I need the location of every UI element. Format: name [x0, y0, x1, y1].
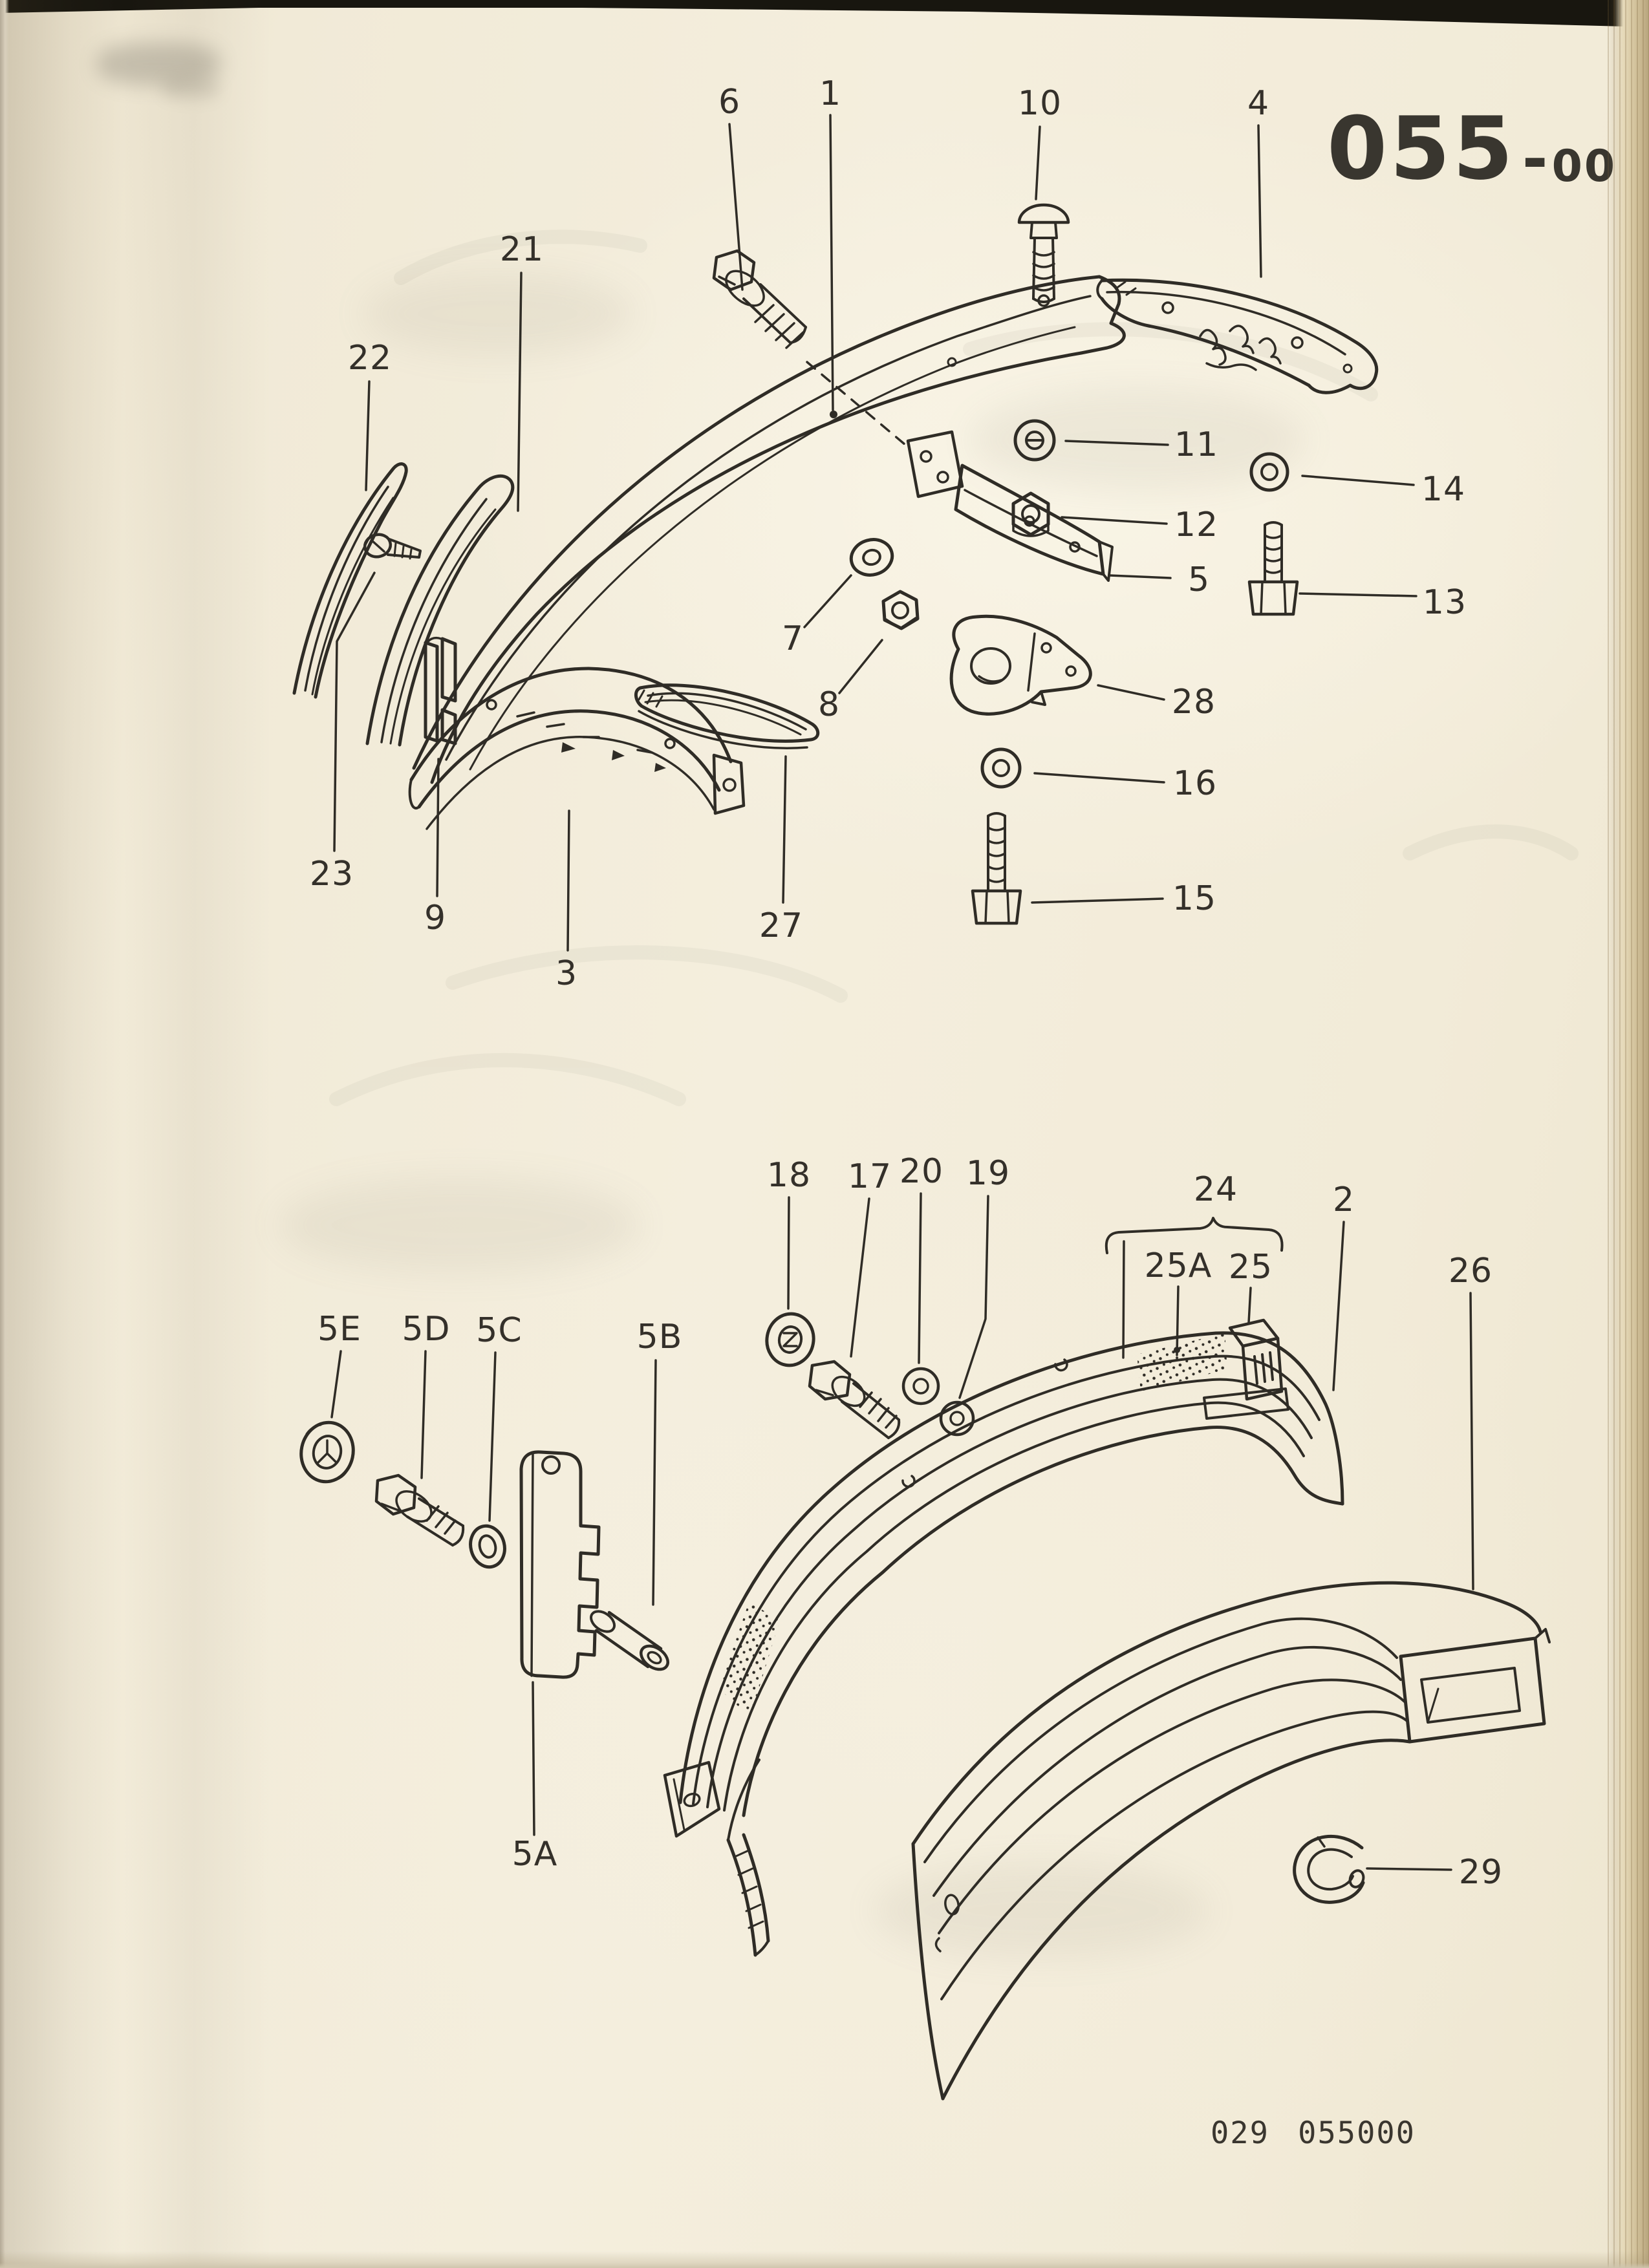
callout-29: 29 [1458, 1853, 1503, 1892]
part-7-washer [849, 538, 894, 577]
part-1-bumper-top-strip [412, 275, 1126, 784]
part-27-ribbed-pad [634, 683, 820, 749]
part-12-hex-nut [1011, 491, 1050, 537]
callout-5a: 5A [512, 1835, 558, 1874]
part-17-hex-bolt [808, 1360, 901, 1439]
callout-25: 25 [1228, 1248, 1273, 1287]
callout-24: 24 [1193, 1170, 1238, 1209]
part-5b-spacer-sleeve [589, 1610, 669, 1671]
callout-18: 18 [766, 1156, 812, 1195]
callout-28: 28 [1171, 683, 1216, 722]
part-29-spring-clip [1293, 1834, 1365, 1904]
alignment-dashed-line [806, 361, 907, 446]
leader-lines-top [333, 114, 1417, 952]
part-5-mount-plate [906, 430, 964, 498]
callout-5d: 5D [402, 1310, 451, 1349]
part-26-lower-bumper-blade [911, 1581, 1551, 2101]
callout-20: 20 [899, 1152, 944, 1191]
part-5c-o-ring [469, 1524, 506, 1569]
part-13-bolt [1247, 521, 1299, 616]
callout-3: 3 [555, 954, 578, 993]
callout-2: 2 [1332, 1181, 1355, 1219]
part-8-hex-nut [881, 590, 920, 630]
callout-5: 5 [1187, 561, 1211, 599]
callout-14: 14 [1421, 470, 1466, 509]
callout-27: 27 [759, 906, 804, 945]
bleedthrough-band [362, 272, 634, 356]
bracket-brace-24 [1105, 1217, 1284, 1254]
part-2-lower-flange-horn [726, 1759, 770, 1957]
part-10-carriage-bolt [1017, 203, 1070, 303]
callout-13: 13 [1422, 583, 1467, 622]
callout-21: 21 [499, 230, 544, 269]
part-22-trim-strip [292, 462, 408, 699]
part-25-tag [1203, 1318, 1289, 1420]
part-4-bracket [1096, 278, 1379, 394]
callout-5e: 5E [318, 1310, 361, 1349]
part-6-hex-bolt [712, 249, 807, 349]
part-5e-grommet-washer [299, 1420, 355, 1484]
bleedthrough-arcs [329, 230, 1579, 1106]
callout-26: 26 [1448, 1252, 1493, 1290]
part-21-trim-strip [365, 474, 515, 747]
callout-22: 22 [347, 339, 393, 378]
callout-10: 10 [1017, 84, 1062, 123]
part-5a-spacer-block [519, 1450, 601, 1679]
callout-16: 16 [1172, 764, 1218, 803]
part-20-washer [901, 1367, 940, 1406]
part-5d-hex-bolt [374, 1473, 465, 1546]
scan-top-edge [0, 0, 1649, 27]
bleedthrough-band [278, 1177, 640, 1274]
part-28-cam-bracket [949, 614, 1092, 716]
part-19-washer [939, 1400, 975, 1437]
part-14-washer [1249, 452, 1289, 492]
leader-lines-bottom [330, 1192, 1474, 1871]
page-code-main: 055 [1327, 98, 1516, 199]
callout-5c: 5C [476, 1311, 523, 1350]
callout-1: 1 [819, 74, 842, 113]
footer-part-number: 029 055000 [1211, 2115, 1416, 2151]
callout-12: 12 [1174, 506, 1219, 544]
callout-7: 7 [781, 619, 804, 658]
callout-5b: 5B [636, 1318, 683, 1356]
part-23-screw [363, 533, 422, 560]
callout-19: 19 [965, 1154, 1011, 1193]
part-18-grommet-washer [765, 1312, 815, 1367]
part-11-washer [1013, 419, 1056, 462]
callout-23: 23 [309, 855, 354, 893]
callout-8: 8 [817, 685, 841, 724]
callout-11: 11 [1174, 425, 1219, 464]
part-15-bolt [971, 812, 1022, 925]
callout-4: 4 [1247, 84, 1270, 123]
part-3-bumper-end-horn [408, 667, 746, 830]
callout-25a: 25A [1144, 1246, 1212, 1285]
callout-15: 15 [1172, 879, 1217, 918]
callout-6: 6 [718, 83, 741, 122]
page-code-dash: - [1522, 122, 1548, 195]
part-2-upper-bumper [663, 1331, 1344, 1838]
part-5-bracket-arm [954, 464, 1114, 582]
page-code: 055 - 00 [1327, 98, 1617, 199]
part-16-washer [980, 747, 1022, 789]
page-code-suffix: 00 [1551, 140, 1617, 192]
callout-9: 9 [424, 899, 447, 937]
part-9-clip [424, 636, 457, 745]
callout-17: 17 [847, 1157, 892, 1196]
